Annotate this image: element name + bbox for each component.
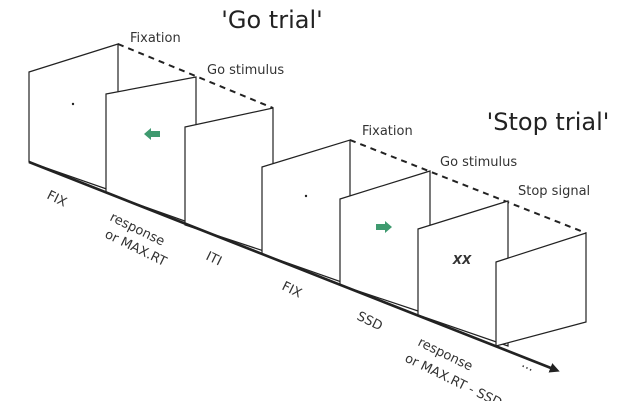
stop-go-stimulus-label: Go stimulus bbox=[440, 155, 517, 170]
stop-signal-marker: XX bbox=[452, 253, 472, 267]
timeline-axis bbox=[28, 160, 560, 373]
timeline-label-ellipsis: ... bbox=[519, 356, 537, 375]
timeline-label-fix2: FIX bbox=[279, 279, 304, 301]
stop-trial-dashed-top bbox=[349, 139, 587, 234]
timeline-label-ssd: SSD bbox=[354, 309, 384, 334]
stop-trial-title: 'Stop trial' bbox=[487, 108, 610, 136]
go-fixation-screen bbox=[28, 43, 119, 194]
iti-screen bbox=[184, 107, 274, 255]
go-stimulus-screen bbox=[105, 76, 197, 226]
go-fixation-label: Fixation bbox=[130, 31, 181, 46]
right-arrow-icon bbox=[376, 221, 392, 233]
stop-signal-label: Stop signal bbox=[518, 184, 590, 199]
stop-fixation-label: Fixation bbox=[362, 124, 413, 139]
timeline-label-fix1: FIX bbox=[44, 188, 69, 210]
go-stimulus-label: Go stimulus bbox=[207, 63, 284, 78]
go-trial-dashed-top bbox=[117, 43, 274, 109]
stop-fixation-screen bbox=[261, 139, 351, 286]
stop-go-stimulus-screen bbox=[339, 170, 431, 316]
next-screen bbox=[495, 232, 587, 347]
go-trial-title: 'Go trial' bbox=[221, 6, 322, 34]
fixation-dot-icon bbox=[71, 102, 75, 106]
timeline-label-iti: ITI bbox=[203, 249, 224, 269]
left-arrow-icon bbox=[144, 128, 160, 140]
fixation-dot-icon bbox=[304, 194, 308, 198]
stop-signal-screen bbox=[417, 200, 509, 347]
